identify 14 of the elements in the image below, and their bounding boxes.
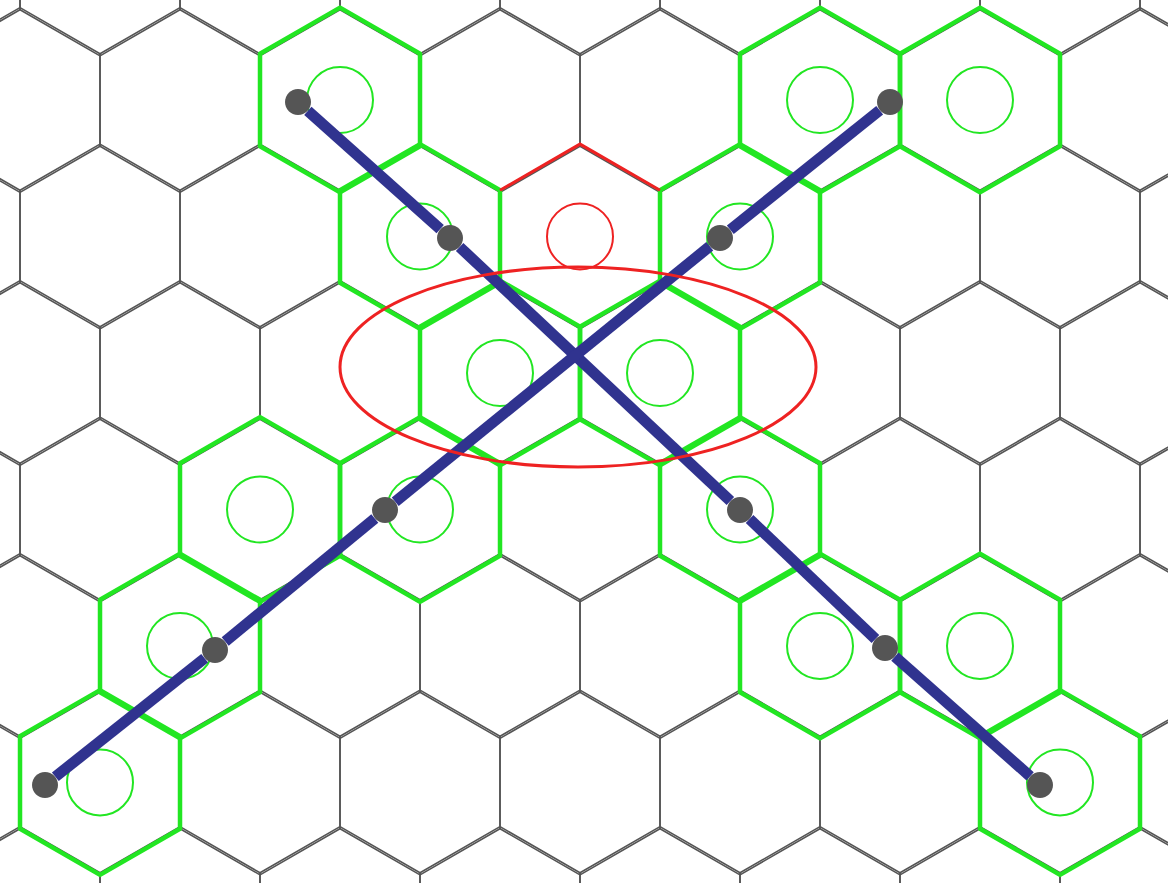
- dot: [707, 225, 733, 251]
- line: [51, 653, 209, 782]
- dot: [872, 635, 898, 661]
- dot: [285, 89, 311, 115]
- dot: [202, 637, 228, 663]
- dot: [437, 225, 463, 251]
- dot: [1027, 772, 1053, 798]
- dot: [877, 89, 903, 115]
- line: [391, 242, 714, 506]
- dot: [32, 772, 58, 798]
- line: [891, 652, 1034, 781]
- dot: [727, 497, 753, 523]
- dot: [372, 497, 398, 523]
- line: [221, 514, 379, 646]
